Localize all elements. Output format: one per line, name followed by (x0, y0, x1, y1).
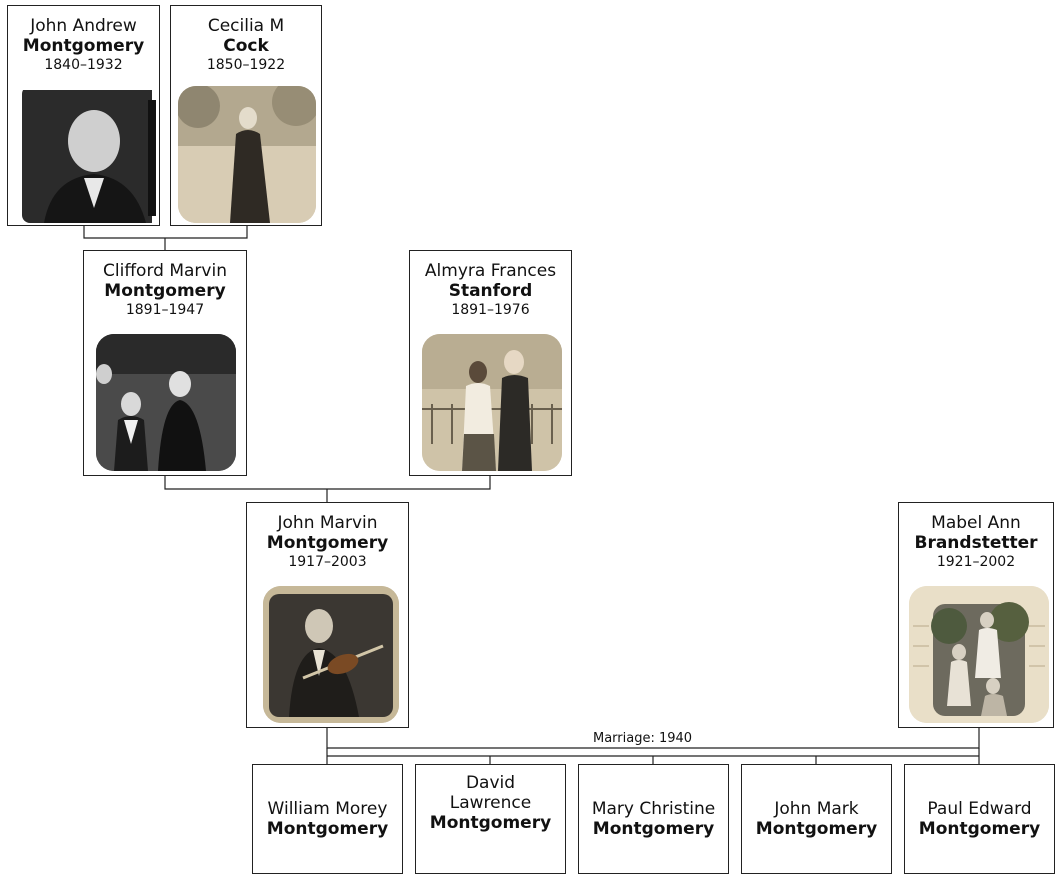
surname: Montgomery (104, 281, 226, 301)
surname: Montgomery (429, 813, 552, 833)
person-card-child-3[interactable]: Mary Christine Montgomery (578, 764, 729, 874)
portrait-photo[interactable] (178, 86, 316, 223)
person-card-child-5[interactable]: Paul Edward Montgomery (904, 764, 1055, 874)
life-dates: 1891–1947 (125, 302, 205, 318)
person-card-child-1[interactable]: William Morey Montgomery (252, 764, 403, 874)
given-name: Almyra Frances (424, 261, 557, 281)
given-name: William Morey (267, 799, 388, 819)
person-card-almyra[interactable]: Almyra Frances Stanford 1891–1976 (409, 250, 572, 476)
given-name: David Lawrence (449, 773, 532, 813)
surname: Cock (223, 36, 269, 56)
surname: Montgomery (266, 819, 389, 839)
life-dates: 1840–1932 (44, 57, 123, 73)
given-name: Mabel Ann (931, 513, 1021, 533)
given-name: John Andrew (30, 16, 137, 36)
life-dates: 1921–2002 (936, 554, 1016, 570)
person-card-child-4[interactable]: John Mark Montgomery (741, 764, 892, 874)
portrait-photo[interactable] (263, 586, 399, 723)
surname: Montgomery (266, 533, 389, 553)
surname: Montgomery (592, 819, 715, 839)
life-dates: 1917–2003 (288, 554, 367, 570)
portrait-photo[interactable] (909, 586, 1049, 723)
given-name: Cecilia M (207, 16, 285, 36)
given-name: Mary Christine (591, 799, 716, 819)
surname: Brandstetter (914, 533, 1038, 553)
portrait-photo[interactable] (22, 86, 159, 223)
person-card-child-2[interactable]: David Lawrence Montgomery (415, 764, 566, 874)
given-name: Clifford Marvin (103, 261, 227, 281)
given-name: John Marvin (277, 513, 378, 533)
surname: Stanford (448, 281, 533, 301)
person-card-cecilia[interactable]: Cecilia M Cock 1850–1922 (170, 5, 322, 226)
life-dates: 1891–1976 (451, 302, 530, 318)
person-card-john-marvin[interactable]: John Marvin Montgomery 1917–2003 (246, 502, 409, 728)
given-name: John Mark (774, 799, 859, 819)
surname: Montgomery (22, 36, 145, 56)
person-card-john-andrew[interactable]: John Andrew Montgomery 1840–1932 (7, 5, 160, 226)
marriage-label: Marriage: 1940 (593, 731, 693, 746)
surname: Montgomery (918, 819, 1041, 839)
person-card-mabel[interactable]: Mabel Ann Brandstetter 1921–2002 (898, 502, 1054, 728)
life-dates: 1850–1922 (206, 57, 286, 73)
given-name: Paul Edward (927, 799, 1032, 819)
surname: Montgomery (755, 819, 878, 839)
person-card-clifford[interactable]: Clifford Marvin Montgomery 1891–1947 (83, 250, 247, 476)
portrait-photo[interactable] (96, 334, 236, 471)
portrait-photo[interactable] (422, 334, 562, 471)
